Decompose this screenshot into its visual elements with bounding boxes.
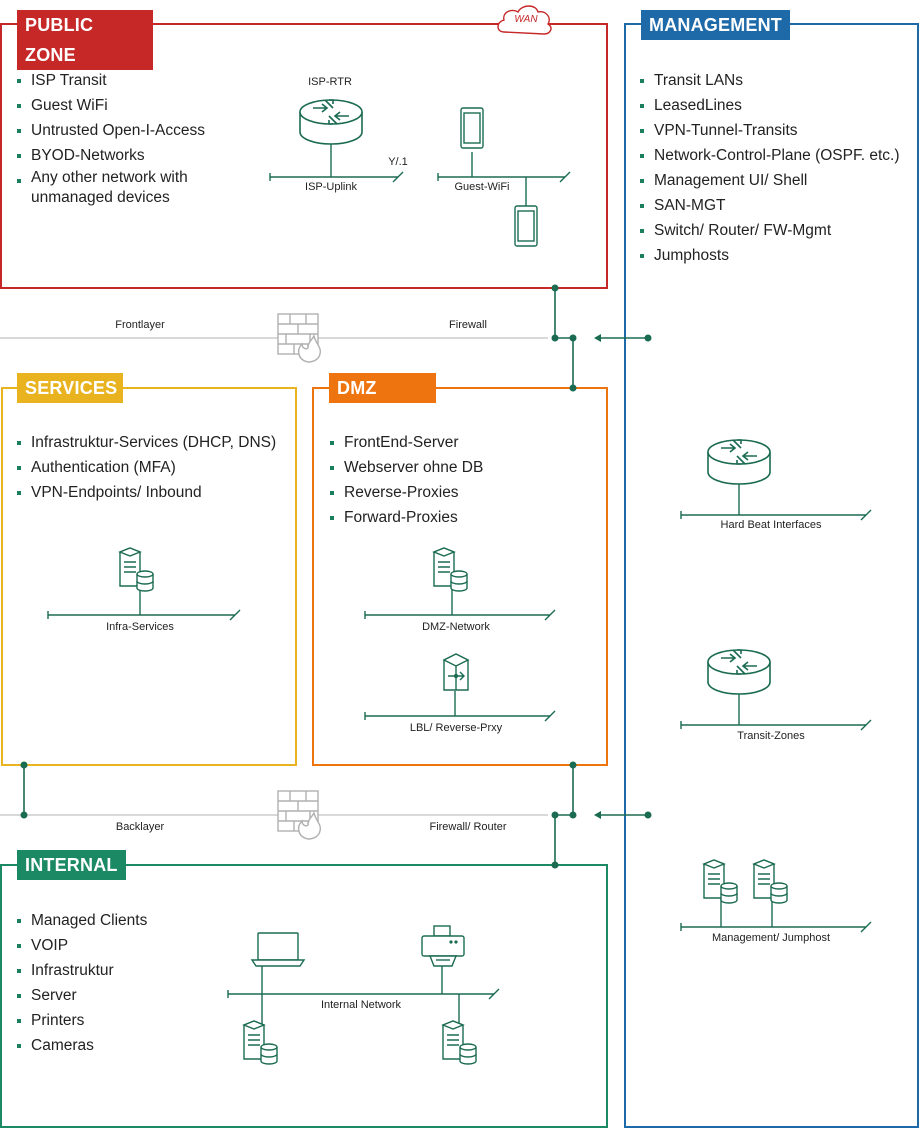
lb-proxy-label: LBL/ Reverse-Prxy: [409, 722, 503, 734]
dmz-network-label: DMZ-Network: [422, 621, 490, 633]
list-item: Webserver ohne DB: [330, 455, 483, 480]
list-item: Printers: [17, 1008, 147, 1033]
router-icon: [707, 649, 771, 695]
list-item: Untrusted Open-I-Access: [17, 118, 231, 143]
list-item: Transit LANs: [640, 68, 900, 93]
list-item: Server: [17, 983, 147, 1008]
firewall-router-label: Firewall/ Router: [429, 821, 507, 833]
public-zone-title: PUBLIC ZONE: [17, 10, 153, 70]
router-icon: [299, 99, 363, 145]
internal-zone-title: INTERNAL: [17, 850, 126, 880]
list-item: Reverse-Proxies: [330, 480, 483, 505]
server-icon: [433, 547, 468, 592]
server-icon: [243, 1020, 278, 1065]
isp-router-label: ISP-RTR: [308, 76, 352, 88]
router-icon: [707, 439, 771, 485]
internal-network-label: Internal Network: [320, 999, 402, 1011]
list-item: Jumphosts: [640, 243, 900, 268]
list-item: Switch/ Router/ FW-Mgmt: [640, 218, 900, 243]
dmz-zone-list: FrontEnd-Server Webserver ohne DB Revers…: [330, 430, 483, 530]
server-icon: [753, 859, 788, 904]
list-item: LeasedLines: [640, 93, 900, 118]
heartbeat-label: Hard Beat Interfaces: [720, 519, 822, 531]
printer-icon: [421, 925, 465, 967]
wan-label: WAN: [514, 14, 538, 25]
list-item: Managed Clients: [17, 908, 147, 933]
list-item: Network-Control-Plane (OSPF. etc.): [640, 143, 900, 168]
server-icon: [442, 1020, 477, 1065]
load-balancer-icon: [442, 653, 470, 691]
management-zone-title: MANAGEMENT: [641, 10, 790, 40]
list-item: ISP Transit: [17, 68, 231, 93]
services-zone-list: Infrastruktur-Services (DHCP, DNS) Authe…: [17, 430, 276, 505]
list-item: Cameras: [17, 1033, 147, 1058]
list-item: SAN-MGT: [640, 193, 900, 218]
isp-uplink-label: ISP-Uplink: [305, 181, 357, 193]
smartphone-icon: [514, 205, 538, 247]
list-item: Any other network with unmanaged devices: [17, 168, 231, 210]
list-item: Infrastruktur-Services (DHCP, DNS): [17, 430, 276, 455]
laptop-icon: [250, 932, 306, 967]
transit-zones-label: Transit-Zones: [737, 730, 805, 742]
list-item: Infrastruktur: [17, 958, 147, 983]
dmz-zone-border: [312, 387, 608, 766]
network-buses: [47, 142, 872, 1025]
management-zone-list: Transit LANs LeasedLines VPN-Tunnel-Tran…: [640, 68, 900, 268]
services-zone-border: [1, 387, 297, 766]
smartphone-icon: [460, 107, 484, 149]
list-item: VPN-Tunnel-Transits: [640, 118, 900, 143]
list-item: Guest WiFi: [17, 93, 231, 118]
list-item: FrontEnd-Server: [330, 430, 483, 455]
list-item: Forward-Proxies: [330, 505, 483, 530]
zone-connectors: [20, 284, 652, 869]
public-zone-list: ISP Transit Guest WiFi Untrusted Open-I-…: [17, 68, 231, 210]
infra-services-label: Infra-Services: [106, 621, 174, 633]
list-item: VPN-Endpoints/ Inbound: [17, 480, 276, 505]
services-zone-title: SERVICES: [17, 373, 123, 403]
list-item: BYOD-Networks: [17, 143, 231, 168]
firewall-icon: [277, 313, 322, 363]
internal-zone-list: Managed Clients VOIP Infrastruktur Serve…: [17, 908, 147, 1058]
list-item: VOIP: [17, 933, 147, 958]
list-item: Management UI/ Shell: [640, 168, 900, 193]
server-icon: [703, 859, 738, 904]
firewall-icon: [277, 790, 322, 840]
jumphost-label: Management/ Jumphost: [711, 932, 831, 944]
list-item: Authentication (MFA): [17, 455, 276, 480]
guest-wifi-label: Guest-WiFi: [454, 181, 510, 193]
frontlayer-label: Frontlayer: [115, 319, 165, 331]
vlan-label: Y/.1: [388, 156, 408, 168]
list-item-text: Any other network with unmanaged devices: [31, 169, 188, 206]
server-icon: [119, 547, 154, 592]
dmz-zone-title: DMZ: [329, 373, 436, 403]
backlayer-label: Backlayer: [115, 821, 165, 833]
internal-zone-border: [0, 864, 608, 1128]
cloud-icon: [497, 5, 552, 35]
firewall-label: Firewall: [449, 319, 487, 331]
public-zone-border: [0, 23, 608, 289]
